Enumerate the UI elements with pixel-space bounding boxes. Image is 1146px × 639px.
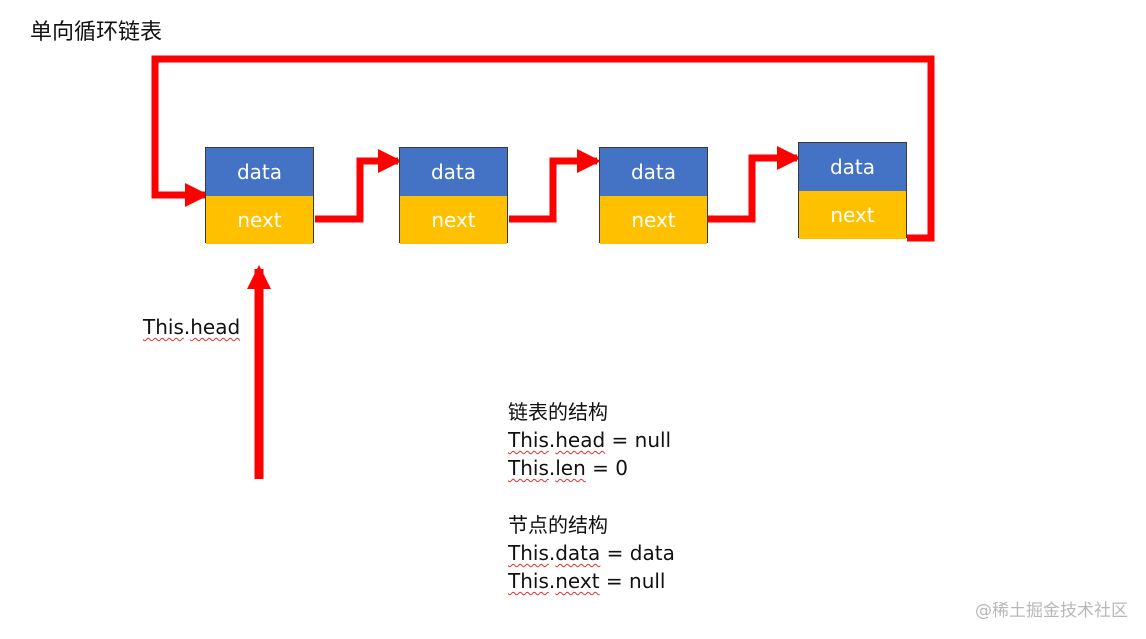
next-link-arrow-1 — [315, 149, 402, 223]
node-structure-heading: 节点的结构 — [508, 513, 608, 537]
circular-link-arrow — [151, 55, 935, 242]
watermark: @稀土掘金技术社区 — [975, 601, 1128, 621]
node-next-field: next — [799, 191, 906, 239]
next-link-arrow-2 — [509, 149, 601, 223]
head-pointer-object: This — [143, 315, 184, 339]
list-structure-line-1: This.head = null — [508, 428, 672, 452]
list-structure-line-2: This.len = 0 — [508, 456, 628, 480]
node-structure-notes: 节点的结构 This.data = data This.next = null — [508, 511, 675, 595]
list-node-4: data next — [798, 142, 907, 239]
next-link-arrow-3 — [708, 146, 801, 223]
list-node-3: data next — [599, 147, 708, 244]
node-data-field: data — [206, 148, 313, 196]
node-data-field: data — [400, 148, 507, 196]
list-node-2: data next — [399, 147, 508, 244]
node-next-field: next — [600, 196, 707, 244]
node-structure-line-2: This.next = null — [508, 569, 666, 593]
list-node-1: data next — [205, 147, 314, 244]
node-next-field: next — [206, 196, 313, 244]
node-data-field: data — [600, 148, 707, 196]
list-structure-heading: 链表的结构 — [508, 400, 608, 424]
head-pointer-label: This.head — [143, 315, 241, 339]
diagram-title: 单向循环链表 — [30, 20, 163, 45]
head-pointer-prop: head — [190, 315, 241, 339]
node-data-field: data — [799, 143, 906, 191]
node-next-field: next — [400, 196, 507, 244]
node-structure-line-1: This.data = data — [508, 541, 675, 565]
list-structure-notes: 链表的结构 This.head = null This.len = 0 — [508, 398, 671, 482]
